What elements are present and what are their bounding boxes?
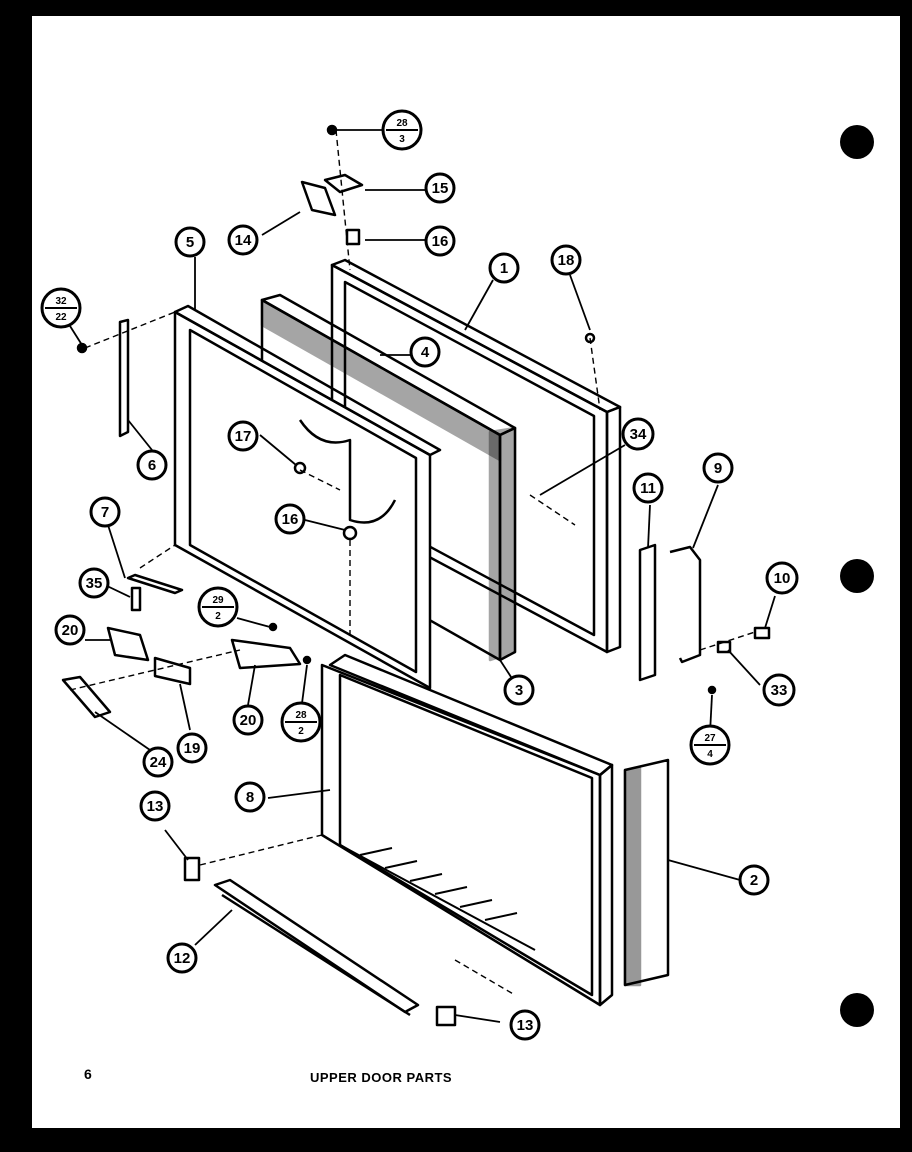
fraction-callout: 28 3 bbox=[336, 109, 423, 151]
callout-label: 1 bbox=[500, 260, 508, 277]
fraction-callout: 28 2 bbox=[280, 701, 322, 743]
fraction-top: 29 bbox=[212, 595, 224, 606]
screw bbox=[268, 622, 278, 632]
hinge-part bbox=[106, 626, 150, 662]
leader-lines bbox=[85, 189, 776, 1023]
callout-label: 34 bbox=[630, 426, 647, 443]
fraction-top: 28 bbox=[295, 710, 307, 721]
callout-label: 24 bbox=[150, 754, 167, 771]
fraction-callout: 27 4 bbox=[689, 724, 731, 766]
callout-label: 18 bbox=[558, 252, 575, 269]
fraction-bottom: 3 bbox=[399, 134, 405, 145]
callout-label: 20 bbox=[62, 622, 79, 639]
assembly-guide-lines bbox=[69, 129, 756, 996]
fraction-top: 28 bbox=[396, 118, 408, 129]
callout-label: 19 bbox=[184, 740, 201, 757]
bottom-trim-part bbox=[213, 878, 420, 1017]
fraction-callout: 29 2 bbox=[197, 586, 239, 628]
fraction-callout: 32 22 bbox=[40, 287, 83, 346]
binder-hole bbox=[840, 993, 874, 1027]
bushing-part bbox=[345, 228, 361, 246]
fraction-bottom: 22 bbox=[55, 312, 67, 323]
callout-label: 7 bbox=[101, 504, 109, 521]
callout-label: 17 bbox=[235, 428, 252, 445]
callout-label: 20 bbox=[240, 712, 257, 729]
binder-hole bbox=[840, 125, 874, 159]
callout-label: 16 bbox=[282, 511, 299, 528]
callout-label: 11 bbox=[640, 480, 656, 497]
hinge-part bbox=[230, 638, 302, 670]
bracket-part bbox=[183, 856, 201, 882]
callout-circles bbox=[54, 172, 799, 1041]
callout-label: 9 bbox=[714, 460, 722, 477]
sheet-background bbox=[32, 16, 900, 1128]
plug-part bbox=[753, 626, 771, 640]
callout-label: 3 bbox=[515, 682, 523, 699]
screw bbox=[76, 342, 88, 354]
callout-label: 13 bbox=[147, 798, 164, 815]
screw bbox=[326, 124, 338, 136]
side-strip-part bbox=[118, 318, 130, 438]
screw bbox=[293, 461, 307, 475]
hinge-pin-part bbox=[323, 173, 364, 194]
callout-label: 6 bbox=[148, 457, 156, 474]
screw bbox=[707, 685, 717, 695]
fraction-top: 27 bbox=[704, 733, 716, 744]
callout-label: 35 bbox=[86, 575, 103, 592]
fraction-bottom: 2 bbox=[298, 726, 304, 737]
callout-label: 13 bbox=[517, 1017, 534, 1034]
callout-label: 8 bbox=[246, 789, 254, 806]
door-liner-part bbox=[320, 653, 614, 1007]
callout-label: 12 bbox=[174, 950, 191, 967]
screw bbox=[302, 655, 312, 665]
door-frame-part bbox=[173, 304, 442, 690]
breaker-strip-part bbox=[623, 758, 670, 987]
hinge-bracket-part bbox=[638, 543, 657, 682]
callout-label: 4 bbox=[421, 344, 430, 361]
bracket-part bbox=[435, 1005, 457, 1027]
callout-label: 15 bbox=[432, 180, 449, 197]
fraction-bottom: 2 bbox=[215, 611, 221, 622]
callout-label: 2 bbox=[750, 872, 758, 889]
hinge-plate-part bbox=[61, 675, 112, 719]
fraction-top: 32 bbox=[55, 296, 67, 307]
top-hinge-part bbox=[300, 180, 337, 217]
callout-label: 14 bbox=[235, 232, 252, 249]
callout-label: 16 bbox=[432, 233, 449, 250]
gasket-strip-part bbox=[126, 573, 184, 595]
callout-labels: 1 2 3 4 5 6 7 8 9 10 11 12 13 13 14 15 1… bbox=[62, 180, 791, 1034]
callout-label: 10 bbox=[774, 570, 791, 587]
screw bbox=[342, 525, 358, 541]
diagram-caption: UPPER DOOR PARTS bbox=[310, 1070, 453, 1085]
callout-label: 33 bbox=[771, 682, 788, 699]
binder-hole bbox=[840, 559, 874, 593]
page-number: 6 bbox=[84, 1066, 92, 1082]
pin-part bbox=[130, 586, 142, 612]
fraction-bottom: 4 bbox=[707, 749, 713, 760]
handle-part bbox=[669, 545, 702, 664]
insulation-part bbox=[260, 293, 517, 662]
callout-label: 5 bbox=[186, 234, 194, 251]
